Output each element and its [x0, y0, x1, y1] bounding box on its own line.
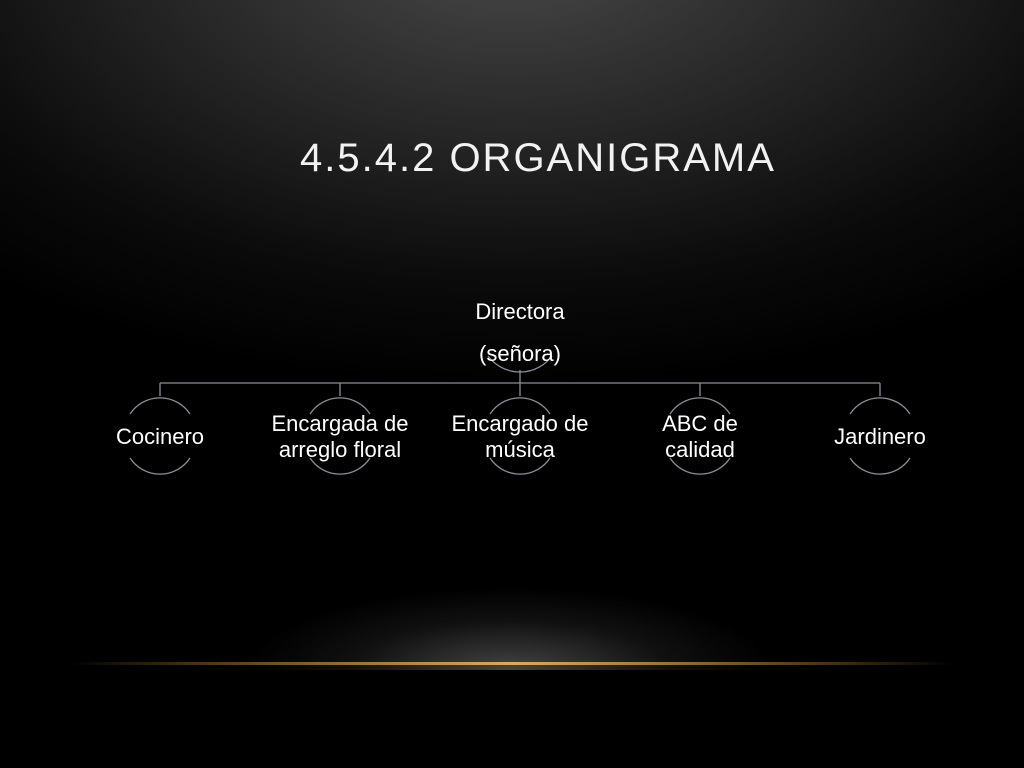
- child-node-label: Cocinero: [116, 424, 204, 449]
- child-node-arc-bottom: [849, 457, 911, 475]
- child-node-label: Encargada de: [272, 411, 409, 436]
- root-node-label: (señora): [479, 341, 561, 366]
- slide-title: 4.5.4.2 ORGANIGRAMA: [300, 136, 776, 180]
- org-connectors: [159, 370, 881, 396]
- child-node-arc-bottom: [309, 457, 371, 475]
- child-node-label: música: [485, 437, 555, 462]
- child-node-arc-bottom: [669, 457, 731, 475]
- child-node-arc-bottom: [129, 457, 191, 475]
- child-node-arc-top: [309, 397, 371, 415]
- child-node-arc-top: [129, 397, 191, 415]
- root-node-label: Directora: [475, 299, 565, 324]
- child-node-label: arreglo floral: [279, 437, 401, 462]
- child-node-arc-top: [849, 397, 911, 415]
- child-node-arc-bottom: [489, 457, 551, 475]
- child-node-label: Encargado de: [452, 411, 589, 436]
- child-node-label: Jardinero: [834, 424, 926, 449]
- child-node-arc-top: [489, 397, 551, 415]
- child-node-label: calidad: [665, 437, 735, 462]
- root-node-arc: [487, 355, 553, 373]
- accent-floor-line: [70, 662, 954, 665]
- child-node-label: ABC de: [662, 411, 738, 436]
- org-node-labels: Directora (señora) Cocinero Encargada dearr…: [116, 299, 926, 462]
- org-node-arcs: [129, 355, 911, 475]
- child-node-arc-top: [669, 397, 731, 415]
